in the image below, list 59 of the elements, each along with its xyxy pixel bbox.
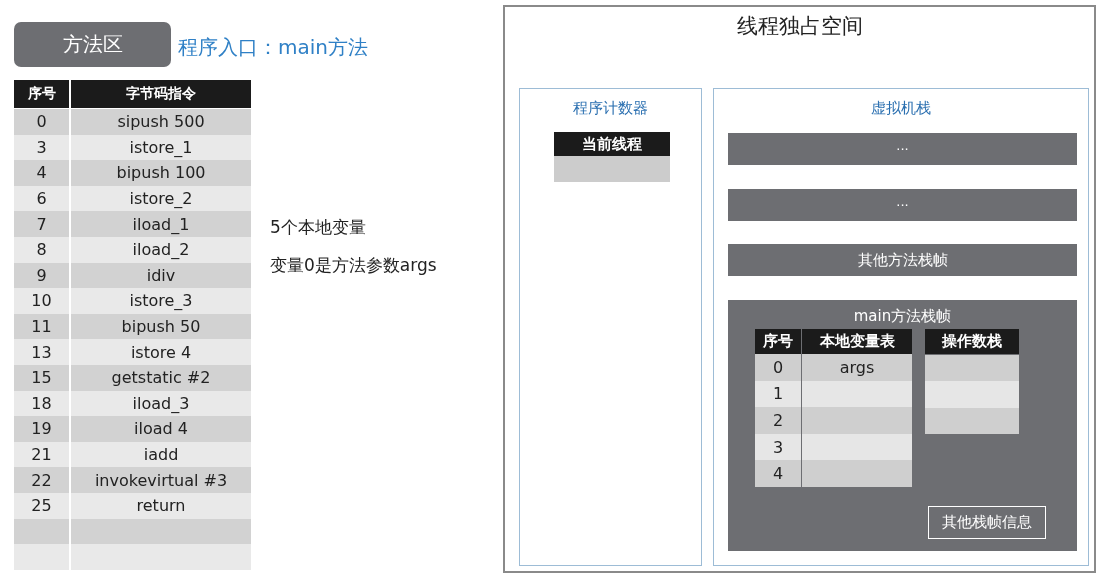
table-header-cell: 序号: [14, 80, 69, 108]
table-cell: 19: [14, 416, 69, 442]
table-cell: idiv: [71, 262, 251, 289]
stack-frame-bar: ···: [728, 189, 1077, 221]
table-cell: bipush 100: [71, 160, 251, 186]
table-cell: 9: [14, 262, 69, 289]
table-cell: istore_2: [71, 185, 251, 212]
table-cell: 22: [14, 467, 69, 493]
stack-frame-bar: ···: [728, 133, 1077, 165]
counter-table: [554, 132, 670, 182]
panel-title: 线程独占空间: [735, 13, 864, 40]
panel-title: main方法栈帧: [852, 305, 953, 327]
table-cell: 3: [755, 433, 801, 461]
table-cell: sipush 500: [71, 109, 251, 135]
table-cell: 8: [14, 237, 69, 263]
panel-title: 虚拟机栈: [870, 97, 932, 119]
table-cell: 2: [755, 407, 801, 434]
table-cell: getstatic #2: [71, 365, 251, 391]
table-header-cell: 序号: [755, 329, 801, 354]
table-cell: 21: [14, 441, 69, 468]
entry-heading: 程序入口：main方法: [178, 33, 368, 61]
thread-space-panel: [503, 5, 1096, 573]
table-header-cell: 本地变量表: [802, 329, 912, 354]
table-cell: istore 4: [71, 339, 251, 365]
table-cell: iload_2: [71, 237, 251, 263]
table-cell: 25: [14, 493, 69, 519]
frame-info-box: 其他栈帧信息: [928, 506, 1046, 539]
table-cell: iload_1: [71, 211, 251, 237]
note-text: 变量0是方法参数args: [270, 253, 437, 277]
table-cell: 1: [755, 380, 801, 408]
table-cell: return: [71, 493, 251, 519]
table-cell: 10: [14, 288, 69, 314]
table-header-cell: 字节码指令: [71, 80, 251, 108]
program-counter-panel: [519, 88, 702, 566]
table-cell: istore_3: [71, 288, 251, 314]
table-cell: 13: [14, 339, 69, 365]
table-cell: bipush 50: [71, 313, 251, 340]
table-cell: 3: [14, 134, 69, 161]
table-header-cell: 操作数栈: [925, 329, 1019, 354]
table-cell: 4: [755, 460, 801, 487]
table-cell: invokevirtual #3: [71, 467, 251, 493]
table-header-cell: 当前线程: [554, 132, 670, 156]
table-cell: iadd: [71, 441, 251, 468]
table-cell: 0: [755, 354, 801, 381]
table-cell: 11: [14, 313, 69, 340]
method-area-box: 方法区: [14, 22, 171, 67]
table-cell: args: [802, 354, 912, 381]
table-cell: 15: [14, 365, 69, 391]
stack-frame-bar: 其他方法栈帧: [728, 244, 1077, 276]
table-cell: 4: [14, 160, 69, 186]
panel-title: 程序计数器: [572, 97, 649, 119]
table-cell: 7: [14, 211, 69, 237]
table-cell: istore_1: [71, 134, 251, 161]
table-cell: iload_3: [71, 390, 251, 417]
note-text: 5个本地变量: [270, 215, 366, 239]
table-cell: iload 4: [71, 416, 251, 442]
table-cell: 18: [14, 390, 69, 417]
table-cell: 0: [14, 109, 69, 135]
table-cell: 6: [14, 185, 69, 212]
